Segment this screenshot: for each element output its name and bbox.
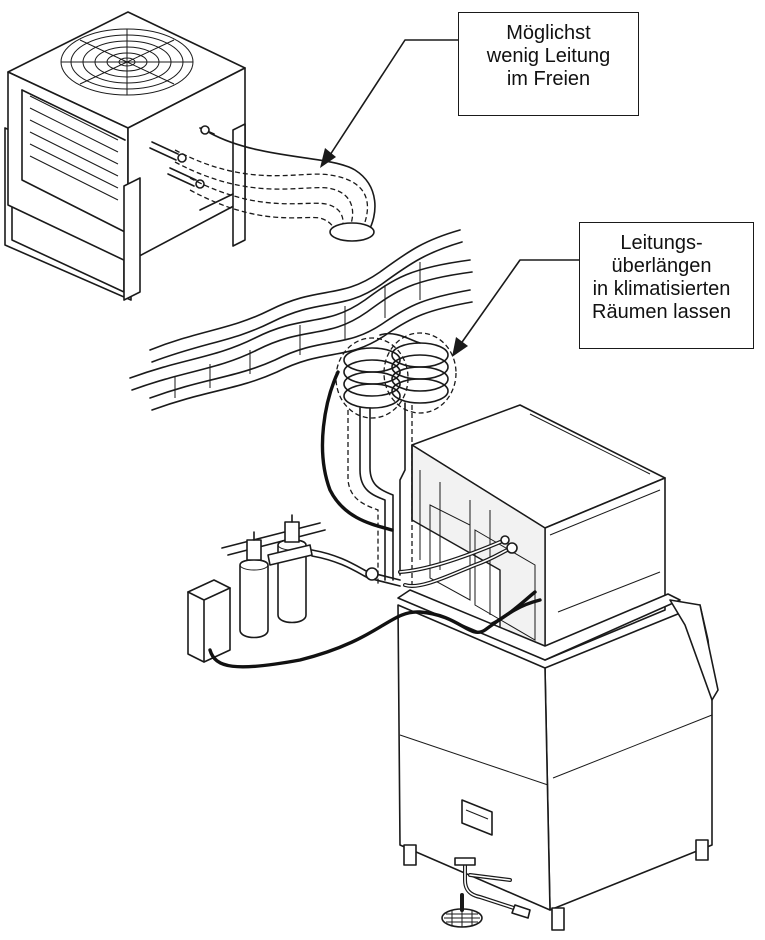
water-filter-icon	[221, 514, 401, 639]
callout-arrows	[320, 39, 580, 357]
callout-outdoor-line-3: im Freien	[506, 68, 591, 90]
electrical-box-icon	[187, 579, 542, 669]
remote-condenser-icon	[4, 11, 246, 301]
floor-drain-icon	[441, 893, 483, 928]
roof-section	[129, 229, 473, 411]
callout-outdoor-line-2: wenig Leitung	[486, 45, 611, 67]
callout-outdoor-line-1: Möglichst	[506, 22, 591, 44]
line-coils	[320, 332, 457, 585]
outdoor-line-set	[174, 132, 376, 242]
ice-bin-icon	[397, 589, 719, 931]
callout-indoor-line-4: Räumen lassen	[592, 301, 731, 323]
callout-excess-lines: Leitungs- überlängen in klimatisierten R…	[579, 222, 754, 349]
callout-outdoor-lines: Möglichst wenig Leitung im Freien	[458, 12, 639, 116]
callout-indoor-line-1: Leitungs-	[620, 232, 703, 254]
callout-indoor-line-2: überlängen	[611, 255, 712, 277]
callout-indoor-line-3: in klimatisierten	[592, 278, 731, 300]
